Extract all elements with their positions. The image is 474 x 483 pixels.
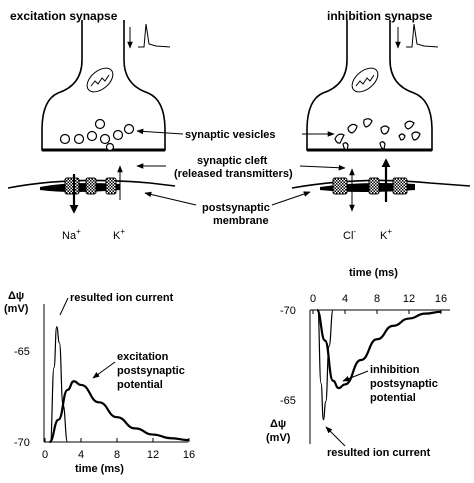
chart1-xtick-12: 12 — [147, 449, 159, 461]
chart2-xtick-4: 4 — [342, 293, 348, 305]
ion-label-k-right: K+ — [380, 227, 392, 242]
chart2-xtick-12: 12 — [403, 293, 415, 305]
inhibition-vesicles — [334, 118, 421, 151]
chart1-xlabel: time (ms) — [75, 463, 124, 475]
ion-label-na: Na+ — [62, 227, 81, 242]
chart1-xtick-16: 16 — [183, 449, 195, 461]
chart1-epsp-annotation-1: excitation — [117, 351, 169, 363]
chart1-epsp-line — [48, 380, 190, 444]
chart2-xtick-8: 8 — [374, 293, 380, 305]
chart1-ylabel-symbol: Δψ — [8, 290, 24, 302]
chart2-ylabel-symbol: Δψ — [270, 418, 286, 430]
chart2-xtick-0: 0 — [310, 293, 316, 305]
chart2-ion-current-annotation: resulted ion current — [327, 447, 431, 459]
chart2-ytick-65: -65 — [280, 395, 296, 407]
excitation-vesicles — [59, 118, 135, 152]
excitation-terminal — [41, 20, 171, 152]
ion-label-k-left: K+ — [113, 227, 125, 242]
postsynaptic-membrane-left — [7, 165, 176, 214]
chart1-ylabel-unit: (mV) — [4, 303, 29, 315]
inhibition-title: inhibition synapse — [327, 9, 433, 23]
chart2-ipsp-annotation-1: inhibition — [370, 364, 420, 376]
chart1-xtick-4: 4 — [78, 449, 84, 461]
membrane-label: membrane — [213, 215, 269, 227]
chart1-xtick-0: 0 — [42, 449, 48, 461]
released-transmitters-label: (released transmitters) — [174, 168, 293, 180]
inhibition-terminal — [306, 20, 439, 152]
chart2-ipsp-annotation-3: potential — [370, 392, 416, 404]
chart2-ipsp-annotation-2: postsynaptic — [370, 378, 438, 390]
postsynaptic-label: postsynaptic — [202, 202, 270, 214]
chart1-ytick-65: -65 — [14, 346, 30, 358]
postsynaptic-membrane-right — [291, 158, 471, 212]
chart1-ytick-70: -70 — [14, 437, 30, 449]
synaptic-cleft-label: synaptic cleft — [197, 155, 268, 167]
chart1-epsp-annotation-2: postsynaptic — [117, 365, 185, 377]
excitation-title: excitation synapse — [10, 9, 118, 23]
chart2-ytick-70: -70 — [280, 305, 296, 317]
chart1-ion-current-line — [49, 326, 69, 443]
excitation-chart: Δψ (mV) -65 -70 0 4 8 12 16 time (ms) re… — [4, 290, 195, 475]
chart2-ipsp-line — [315, 308, 442, 390]
excitation-spike-icon — [138, 23, 171, 48]
mitochondrion-icon — [86, 67, 114, 93]
mitochondrion-icon — [351, 67, 379, 93]
chart1-epsp-annotation-3: potential — [117, 379, 163, 391]
chart1-xtick-8: 8 — [114, 449, 120, 461]
chart2-ylabel-unit: (mV) — [266, 432, 291, 444]
synaptic-vesicles-label: synaptic vesicles — [185, 129, 276, 141]
inhibition-chart: time (ms) 0 4 8 12 16 -70 -65 Δψ (mV) re… — [266, 267, 450, 459]
chart2-xtick-16: 16 — [435, 293, 447, 305]
chart1-ion-current-annotation: resulted ion current — [70, 292, 174, 304]
chart2-xlabel: time (ms) — [349, 267, 398, 279]
chart2-ion-current-line — [317, 309, 334, 421]
inhibition-spike-icon — [406, 23, 439, 48]
ion-label-cl: Cl- — [343, 227, 356, 242]
